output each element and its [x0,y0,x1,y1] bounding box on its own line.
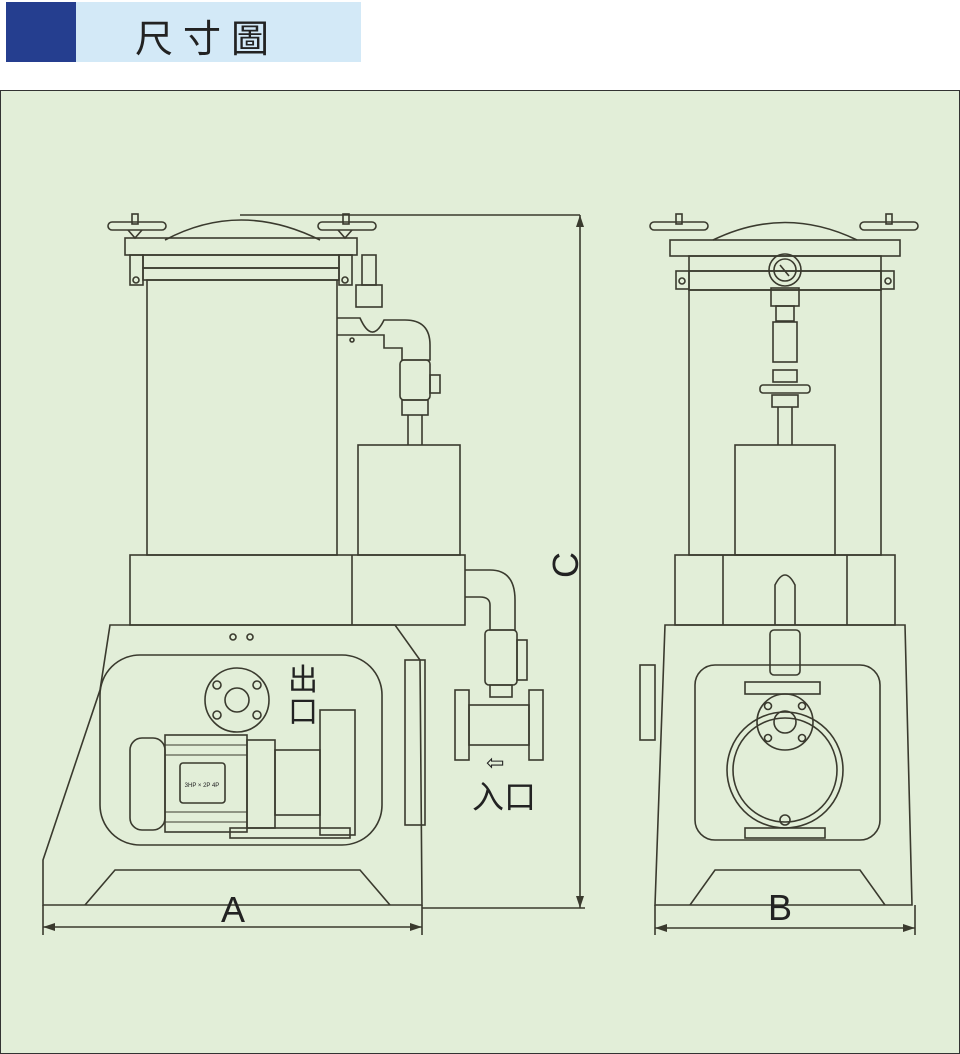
motor-nameplate [179,762,226,804]
inlet-valve [484,629,518,686]
pump-housing [357,444,461,556]
dimension-a: A [42,889,423,935]
front-flange [756,693,814,751]
page-title: 尺寸圖 [135,17,280,61]
inlet-arrow-icon: ⇦ [486,750,504,775]
clamp-bar [124,237,358,256]
filter-chamber [146,279,338,556]
lid-dome [164,219,321,241]
wing-nut-left [107,213,167,240]
dimension-b: B [654,887,916,935]
header-band [76,2,361,62]
outlet-flange [204,667,270,733]
dimension-c: C [422,215,586,909]
pressure-gauge-icon [768,253,802,287]
front-view [639,213,919,906]
svg-text:B: B [768,887,792,928]
inlet-label: 入口 [472,779,536,815]
outlet-label-top: 出 [288,664,318,697]
motor-plate-label: 3HP × 2P 4P [185,783,220,789]
svg-text:C: C [545,552,586,578]
outlet-valve [399,359,431,401]
svg-text:A: A [221,889,245,930]
header-accent-block [6,2,76,62]
motor: 3HP × 2P 4P [129,709,356,839]
side-view: 3HP × 2P 4P 出 口 ⇦ 入口 [42,213,580,906]
outlet-label-bottom: 口 [288,696,318,729]
pump-volute [726,711,844,829]
wing-nut-right [317,213,377,240]
base-shell [42,624,423,906]
motor-window [99,654,383,846]
inlet-flange [528,689,544,761]
front-base-shell [654,624,913,906]
band-ring [142,267,340,281]
